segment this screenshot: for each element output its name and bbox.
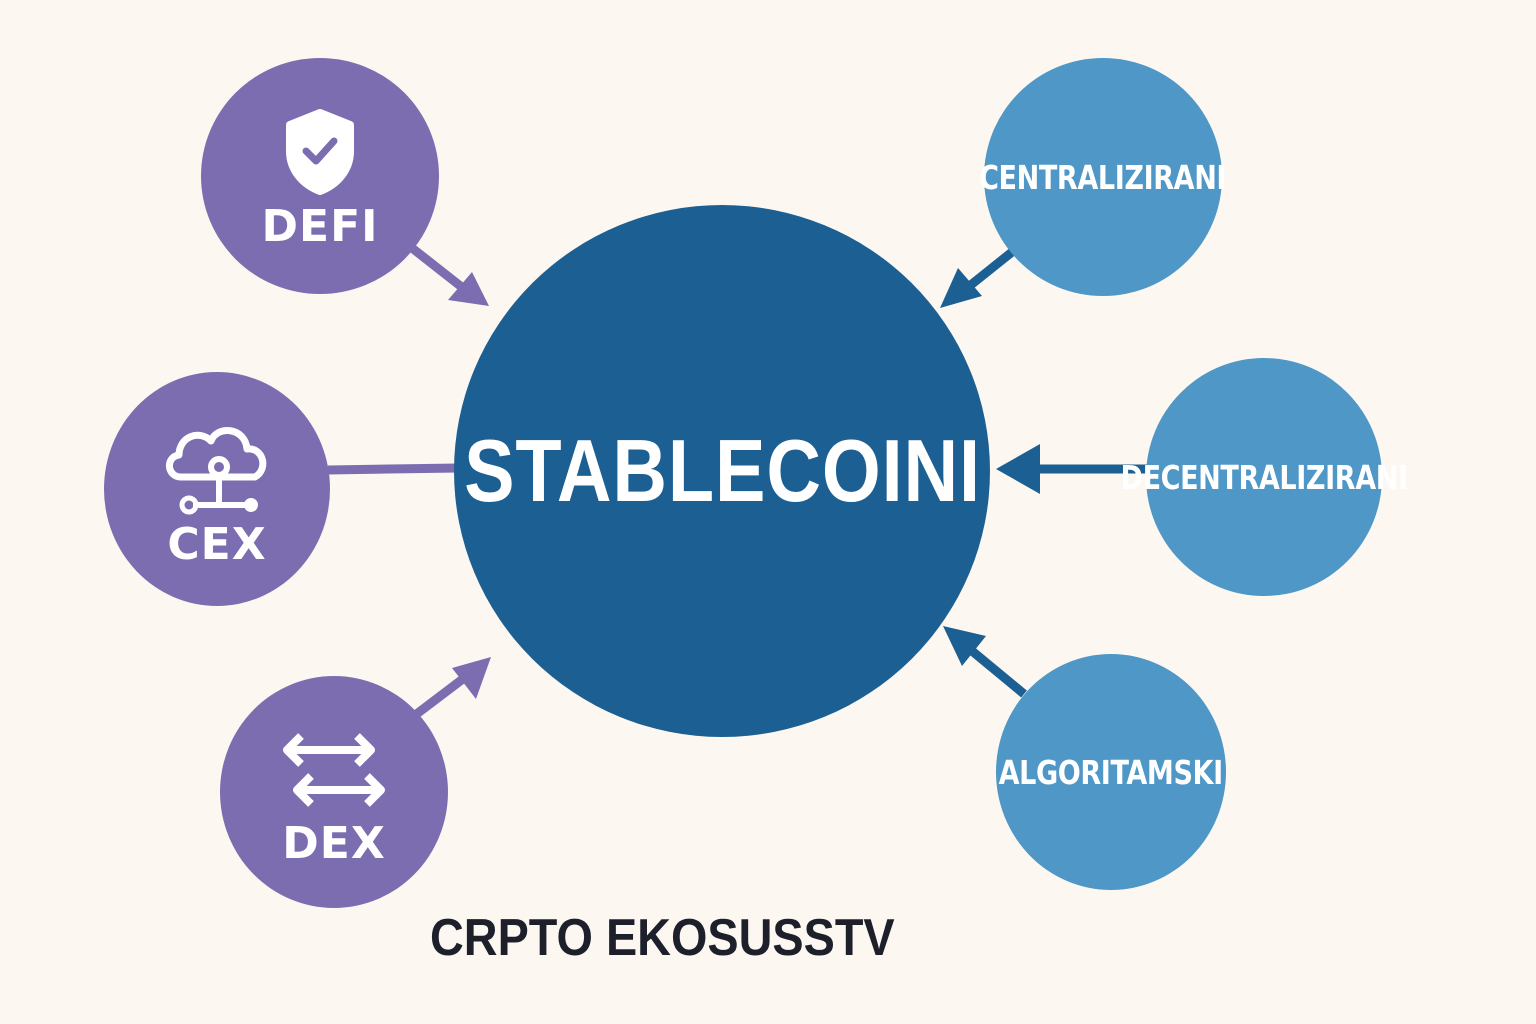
cex-node: CEX <box>104 372 330 606</box>
footer-caption: CRPTO EKOSUSSTV <box>430 909 895 967</box>
algoritamski-node: ALGORITAMSKI <box>996 654 1226 890</box>
swap-arrows-icon <box>283 732 385 807</box>
stablecoini-label: STABLECOINI <box>463 421 981 520</box>
centralizirani-label: CENTRALIZIRANI <box>979 157 1227 197</box>
dex-connector-arrow <box>411 657 491 720</box>
dex-label: DEX <box>282 817 386 869</box>
shield-check-icon <box>286 108 354 195</box>
cex-label: CEX <box>167 518 267 570</box>
centralizirani-connector-arrow <box>940 248 1015 308</box>
centralizirani-node: CENTRALIZIRANI <box>980 58 1227 296</box>
algoritamski-label: ALGORITAMSKI <box>998 752 1224 792</box>
cloud-network-icon <box>166 426 267 514</box>
decentralizirani-label: DECENTRALIZIRANI <box>1120 457 1408 497</box>
decentralizirani-connector-arrow <box>996 444 1148 494</box>
cex-connector-line <box>327 463 459 475</box>
stablecoini-node: STABLECOINI <box>454 205 990 737</box>
defi-connector-arrow <box>409 244 489 306</box>
dex-node: DEX <box>220 676 448 908</box>
defi-node: DEFI <box>201 58 439 294</box>
decentralizirani-node: DECENTRALIZIRANI <box>1120 358 1408 596</box>
defi-label: DEFI <box>261 200 379 252</box>
algoritamski-connector-arrow <box>943 626 1027 698</box>
